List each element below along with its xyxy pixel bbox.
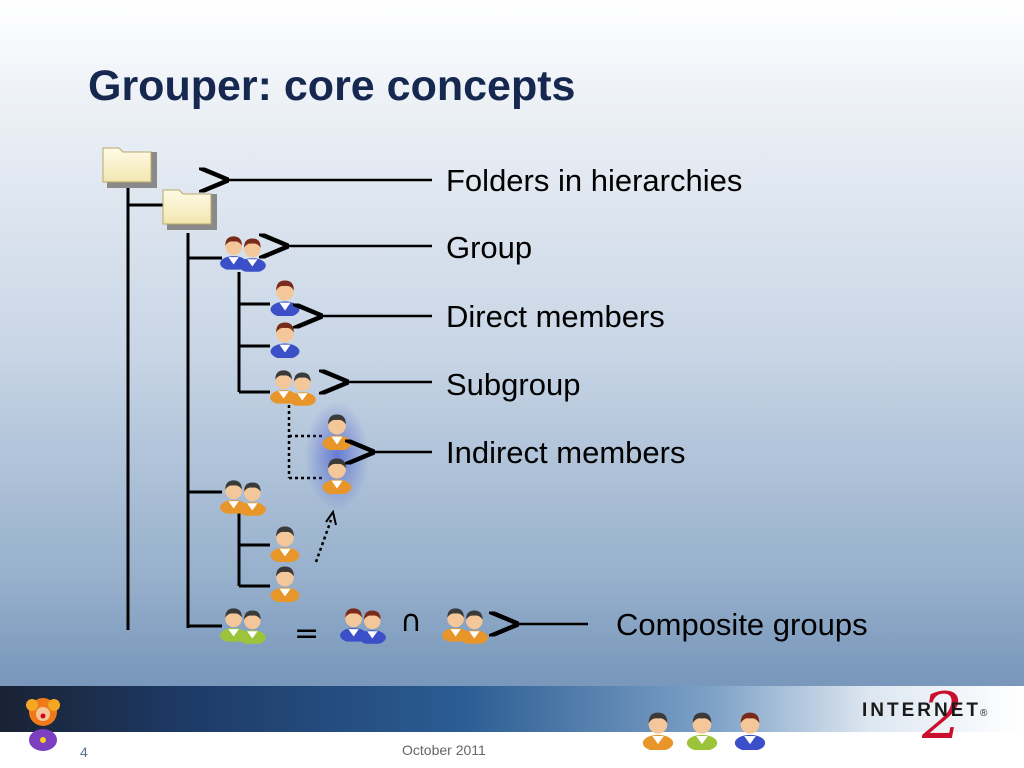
blue-person-icon <box>270 322 300 358</box>
svg-text:2: 2 <box>921 680 963 754</box>
folder-icon <box>162 189 218 230</box>
orange-person-icon <box>270 566 300 602</box>
label-indirect-members: Indirect members <box>446 435 686 470</box>
green-group-icon <box>220 608 266 644</box>
intersection-operator: ∩ <box>400 604 422 639</box>
blue-person-icon <box>270 280 300 316</box>
svg-text:®: ® <box>980 708 988 719</box>
pointer-arrows <box>224 180 588 624</box>
tree-lines <box>126 175 270 630</box>
internet2-logo: 2 INTERNET ® <box>862 680 988 754</box>
page-number: 4 <box>80 744 88 760</box>
indirect-glow <box>305 401 369 511</box>
label-folders: Folders in hierarchies <box>446 163 743 198</box>
label-composite-groups: Composite groups <box>616 607 868 642</box>
equals-operator: = <box>294 616 320 651</box>
label-group: Group <box>446 230 533 265</box>
orange-person-icon <box>270 526 300 562</box>
grouper-mascot-icon <box>26 698 60 751</box>
footer-white-strip <box>0 732 1024 768</box>
label-subgroup: Subgroup <box>446 367 581 402</box>
blue-group-icon <box>220 236 266 272</box>
slide-title: Grouper: core concepts <box>88 62 576 110</box>
orange-group-icon <box>442 608 488 644</box>
indirect-dotted-lines <box>287 405 333 563</box>
blue-group-icon <box>340 608 386 644</box>
folder-icon <box>102 147 158 188</box>
orange-group-icon <box>270 370 316 406</box>
label-direct-members: Direct members <box>446 299 665 334</box>
slide-date: October 2011 <box>402 742 486 758</box>
footer-band <box>0 686 1024 732</box>
dotted-arrow-head <box>325 509 337 526</box>
footer-people-icons <box>642 712 766 750</box>
svg-text:INTERNET: INTERNET <box>862 700 981 721</box>
orange-group-icon <box>220 480 266 516</box>
